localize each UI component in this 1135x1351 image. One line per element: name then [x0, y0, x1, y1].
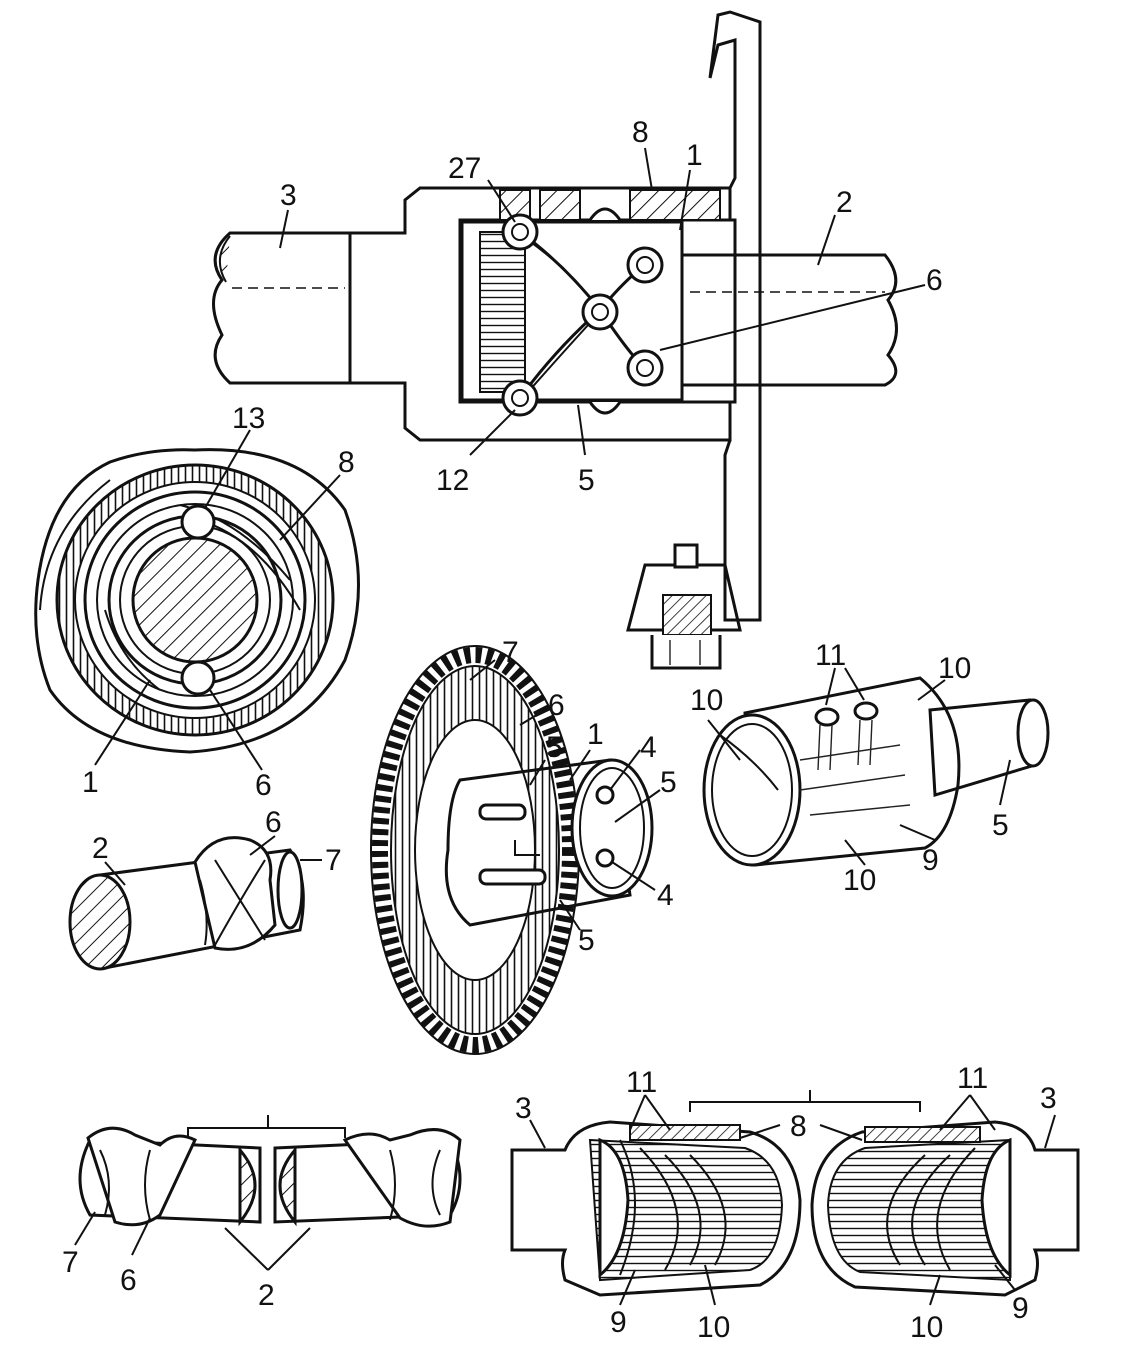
ball-upper-right — [626, 246, 664, 284]
split-face-right — [278, 1145, 297, 1227]
label-cover-8: 8 — [632, 116, 649, 149]
label-1: 1 — [587, 718, 604, 751]
label-5a: 5 — [546, 731, 563, 764]
split-face-left — [238, 1145, 257, 1227]
label-9a: 9 — [610, 1306, 627, 1339]
housing-left — [510, 1120, 802, 1297]
label-9: 9 — [922, 844, 939, 877]
label-6: 6 — [120, 1264, 137, 1297]
label-4b: 4 — [657, 879, 674, 912]
label-8: 8 — [338, 446, 355, 479]
label-7: 7 — [325, 844, 342, 877]
ball-lower-right — [626, 349, 664, 387]
label-6: 6 — [265, 806, 282, 839]
ball-13 — [180, 504, 216, 540]
label-10b: 10 — [910, 1311, 943, 1344]
label-6: 6 — [548, 689, 565, 722]
sleeve-body — [743, 676, 961, 867]
label-cage-1: 1 — [686, 139, 703, 172]
shaft-2 — [680, 253, 898, 387]
label-10a: 10 — [697, 1311, 730, 1344]
housing-right — [810, 1120, 1080, 1297]
label-2: 2 — [258, 1279, 275, 1312]
shaft-part: 2 6 7 — [68, 806, 342, 971]
ball-27 — [501, 213, 539, 251]
shaft-assembly-section: 3 27 8 1 2 6 12 5 — [212, 10, 943, 670]
label-11a: 11 — [626, 1066, 657, 1099]
ball-center — [581, 293, 619, 331]
label-ball-12: 12 — [436, 464, 469, 497]
label-10a: 10 — [938, 652, 971, 685]
shaft-3 — [212, 231, 352, 385]
label-6: 6 — [926, 264, 943, 297]
label-5: 5 — [992, 809, 1009, 842]
ball-bottom — [180, 660, 216, 696]
label-2: 2 — [92, 832, 109, 865]
label-13: 13 — [232, 402, 265, 435]
split-housing: 3 11 8 11 3 9 10 10 9 — [510, 1062, 1080, 1344]
label-10c: 10 — [843, 864, 876, 897]
label-3b: 3 — [1040, 1082, 1057, 1115]
ball-12 — [501, 379, 539, 417]
label-shaft-2: 2 — [836, 186, 853, 219]
label-8: 8 — [790, 1110, 807, 1143]
shaft-end-face — [68, 873, 132, 971]
hub-section — [131, 536, 259, 664]
label-10b: 10 — [690, 684, 723, 717]
label-11b: 11 — [957, 1062, 988, 1095]
label-5b: 5 — [660, 766, 677, 799]
housing-section — [348, 186, 732, 442]
label-ball-27: 27 — [448, 152, 481, 185]
label-11: 11 — [815, 639, 846, 672]
label-4a: 4 — [640, 731, 657, 764]
label-3a: 3 — [515, 1092, 532, 1125]
mounting-plate — [708, 10, 762, 622]
split-shaft: 7 6 2 — [62, 1115, 462, 1312]
label-1: 1 — [82, 766, 99, 799]
gear-ring — [372, 647, 578, 1053]
label-5: 5 — [578, 464, 595, 497]
label-shaft-3: 3 — [280, 179, 297, 212]
label-7: 7 — [62, 1246, 79, 1279]
label-6: 6 — [255, 769, 272, 802]
cage-1 — [444, 758, 632, 927]
label-7: 7 — [502, 636, 519, 669]
gear-cage: 7 6 5 1 4 5 4 5 — [370, 636, 677, 1055]
label-9b: 9 — [1012, 1292, 1029, 1325]
end-view: 13 8 1 6 — [34, 402, 360, 802]
label-5c: 5 — [578, 924, 595, 957]
sleeve: 11 10 10 5 9 10 — [690, 639, 1050, 897]
